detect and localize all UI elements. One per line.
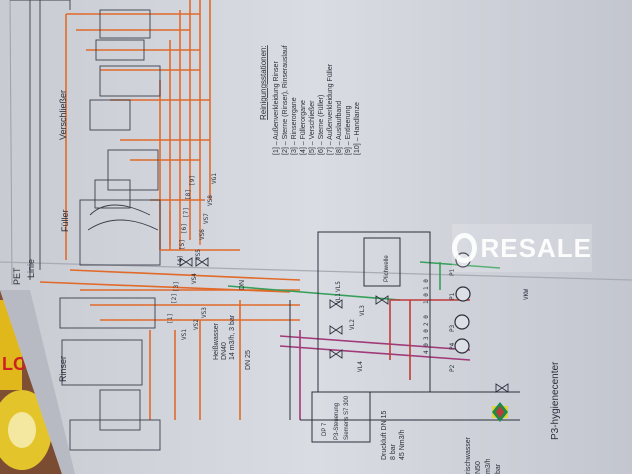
ctrl-3: Siemens S7 300 (344, 395, 350, 440)
legend-block: Reinigungsstationen: [1] – Außenverkleid… (259, 45, 361, 155)
flow-2: 1 0 (423, 293, 430, 304)
vl-1: VL1 (335, 293, 342, 304)
flow-4: 3 0 (423, 329, 430, 340)
hotwater-1: Heißwasser (213, 322, 220, 360)
vl-3: VL3 (359, 305, 366, 316)
label-pet: PET (12, 267, 22, 285)
fresh-4: bar (495, 463, 502, 474)
valve-vs5: VS5 (195, 249, 202, 260)
pump-label-3: P2 (449, 364, 456, 372)
valve-vs4: VS4 (191, 273, 198, 284)
resale-watermark: RESALE (452, 224, 592, 272)
legend-item-2: [2] – Sterne (Rinser), Rinserauslauf (282, 45, 289, 155)
label-capper: Verschließer (58, 90, 68, 140)
legend-item-1: [1] – Außenverkleidung Rinser (273, 61, 280, 155)
air-2: 8 bar (390, 443, 397, 460)
valve-vs7: VS7 (203, 213, 210, 224)
tank-label: Plichwelle (384, 255, 390, 282)
vl-5: VL5 (335, 281, 342, 292)
label-rinser: Rinser (58, 356, 68, 382)
dn25-label: DN 25 (245, 350, 252, 370)
flow-3: 2 0 (423, 315, 430, 326)
brand-text: RESALE (480, 232, 592, 263)
marker-1: [1] (167, 313, 174, 324)
control-box (311, 391, 371, 443)
legend-item-5: [5] – Verschließer (309, 100, 316, 155)
orange-pipes (39, 0, 301, 420)
legend-item-3: [3] – Rinserorgane (291, 97, 298, 155)
purple-pipes (279, 330, 471, 420)
label-linie: Linie (26, 259, 36, 278)
hygiene-label: P3-hygienecenter (550, 361, 561, 440)
hotwater-2: DN40 (221, 342, 228, 360)
pump-label-4: P3 (449, 324, 456, 332)
marker-8: [8] (185, 189, 192, 200)
label-filler: Füller (60, 209, 70, 232)
legend-item-9: [9] – Entleerung (345, 105, 352, 155)
machine-drawings (10, 0, 161, 451)
pump-label-1: P1 (449, 268, 456, 276)
pump-label-2: P1 (449, 292, 456, 300)
vl-4: VL4 (357, 361, 364, 372)
ctrl-1: DP 7 (322, 422, 328, 436)
hotwater-3: 14 m3/h, 3 bar (229, 314, 236, 360)
fresh-2: N50 (475, 461, 482, 474)
vkw-label: VKW (523, 289, 530, 300)
valve-symbols (179, 257, 509, 393)
flow-1: 1 0 (423, 279, 430, 290)
valve-vs6: VS6 (199, 229, 206, 240)
legend-item-6: [6] – Sterne (Füller) (318, 95, 325, 155)
marker-4: [4] (177, 255, 184, 266)
valve-vs1: VS1 (181, 329, 188, 340)
legend-item-4: [4] – Füllerorgane (300, 100, 307, 155)
legend-title: Reinigungsstationen: (259, 45, 268, 120)
fresh-water-symbol (492, 402, 508, 422)
valve-vg1: VG1 (211, 173, 218, 184)
dn-label: DN (239, 280, 246, 290)
fresh-3: m3/h (485, 458, 492, 474)
air-3: 45 Nm3/h (399, 430, 406, 460)
ctrl-2: P3-Steuerung (334, 403, 340, 440)
valve-vs8: VS8 (207, 195, 214, 206)
marker-3: [3] (173, 281, 180, 292)
valve-vs2: VS2 (193, 319, 200, 330)
gear-icon (452, 233, 477, 263)
legend-item-7: [7] – Außenverkleidung Füller (327, 63, 334, 155)
marker-2: [2] (171, 293, 178, 304)
marker-9: [9] (189, 175, 196, 186)
air-1: Druckluft DN 15 (381, 410, 388, 460)
flow-5: 4 0 (423, 343, 430, 354)
marker-6: [6] (181, 223, 188, 234)
pump-label-5: P4 (449, 342, 456, 350)
legend-item-10: [10] – Handlanze (354, 102, 361, 155)
marker-5: [5] (179, 239, 186, 250)
fresh-1: rischwasser (465, 436, 472, 474)
vl-2: VL2 (349, 319, 356, 330)
legend-item-8: [8] – Auslaufband (336, 101, 343, 155)
marker-7: [7] (183, 207, 190, 218)
valve-vs3: VS3 (201, 307, 208, 318)
